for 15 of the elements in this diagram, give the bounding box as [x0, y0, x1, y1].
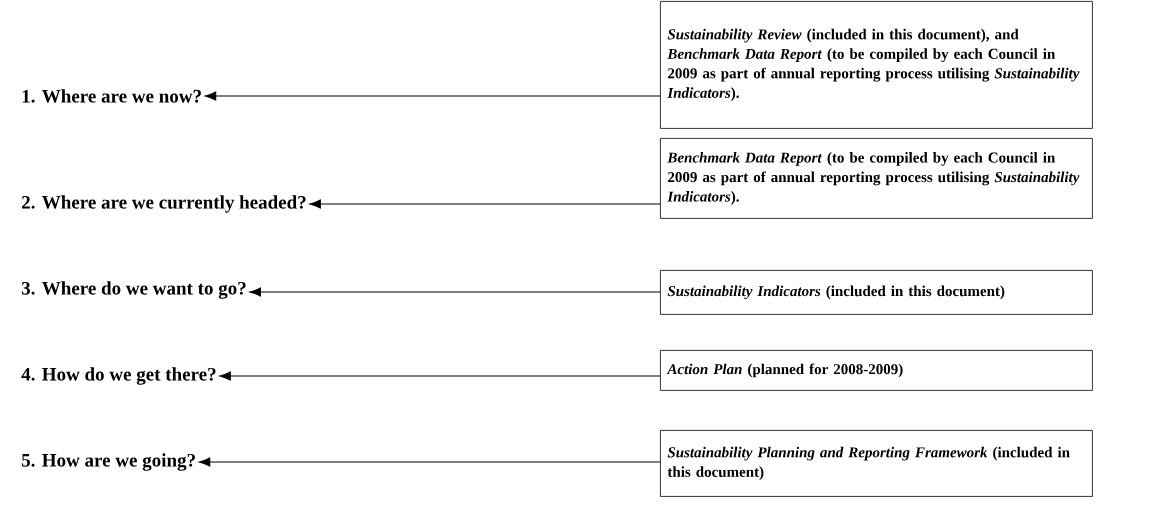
source-box: Benchmark Data Report (to be compiled by each Council in 2009 as part of annual reporting process utilising Sustainability Indicators). [660, 138, 1093, 219]
question-text: 1. Where are we now? [22, 89, 201, 103]
question-text: 3. Where do we want to go? [21, 281, 246, 299]
question-text: 5. How are we going? [21, 453, 195, 471]
arrow [204, 91, 661, 101]
arrow [198, 457, 661, 467]
arrow [219, 371, 661, 381]
arrow [249, 287, 661, 297]
source-box: Sustainability Planning and Reporting Framework (included in this document) [660, 430, 1093, 497]
question-text: 4. How do we get there? [21, 367, 216, 385]
question-text: 2. Where are we currently headed? [22, 195, 306, 213]
source-box: Sustainability Indicators (included in this document) [660, 270, 1093, 315]
source-box: Sustainability Review (included in this document), and Benchmark Data Report (to be compiled by each Council in 2009 as part of annual reporting process utilising Sustainability Indicators). [660, 1, 1093, 129]
source-box: Action Plan (planned for 2008-2009) [660, 350, 1093, 391]
arrow [309, 199, 661, 209]
